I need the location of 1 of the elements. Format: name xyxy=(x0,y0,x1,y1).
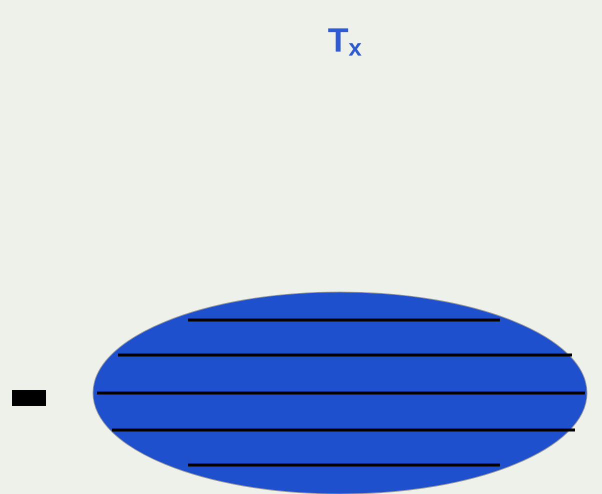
title-label: T$_{x}$ xyxy=(328,28,362,56)
